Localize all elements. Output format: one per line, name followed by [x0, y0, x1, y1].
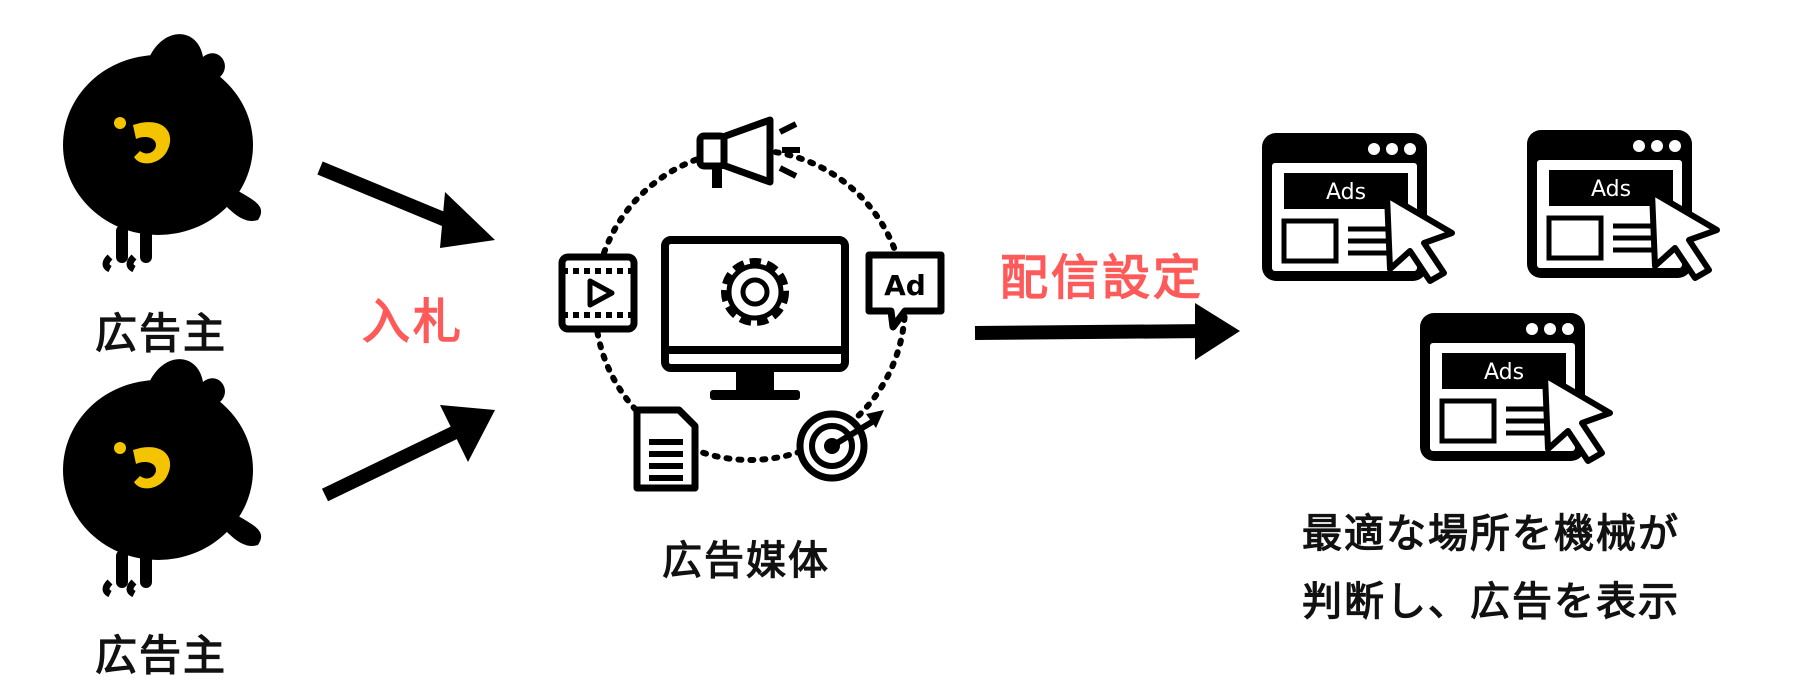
- result-text: 最適な場所を機械が 判断し、広告を表示: [1302, 500, 1680, 636]
- arrow-icon: [321, 405, 495, 502]
- ad-speech-icon: Ad: [865, 251, 945, 331]
- browser-window-icon: Ads: [1527, 130, 1717, 278]
- advertiser-bottom-label: 広告主: [95, 631, 228, 680]
- target-icon: [796, 410, 884, 482]
- monitor-gear-icon: [661, 236, 849, 400]
- arrow-icon: [974, 303, 1240, 360]
- delivery-label: 配信設定: [1000, 250, 1205, 306]
- browser-window-icon: Ads: [1420, 313, 1610, 461]
- bird-icon: [63, 359, 261, 594]
- result-line-2: 判断し、広告を表示: [1302, 579, 1680, 625]
- browser-window-icon: Ads: [1262, 133, 1452, 281]
- document-icon: [633, 406, 699, 492]
- bird-icon: [63, 34, 261, 269]
- media-label: 広告媒体: [662, 538, 830, 584]
- video-icon: [558, 253, 638, 333]
- ad-badge-text: Ad: [884, 269, 926, 302]
- advertiser-top-label: 広告主: [95, 309, 228, 358]
- megaphone-icon: [696, 116, 800, 188]
- arrow-icon: [317, 161, 495, 248]
- bid-label: 入札: [362, 294, 465, 350]
- ads-badge-text: Ads: [1484, 360, 1524, 385]
- ads-badge-text: Ads: [1326, 180, 1366, 205]
- ads-badge-text: Ads: [1591, 177, 1631, 202]
- result-line-1: 最適な場所を機械が: [1302, 511, 1680, 557]
